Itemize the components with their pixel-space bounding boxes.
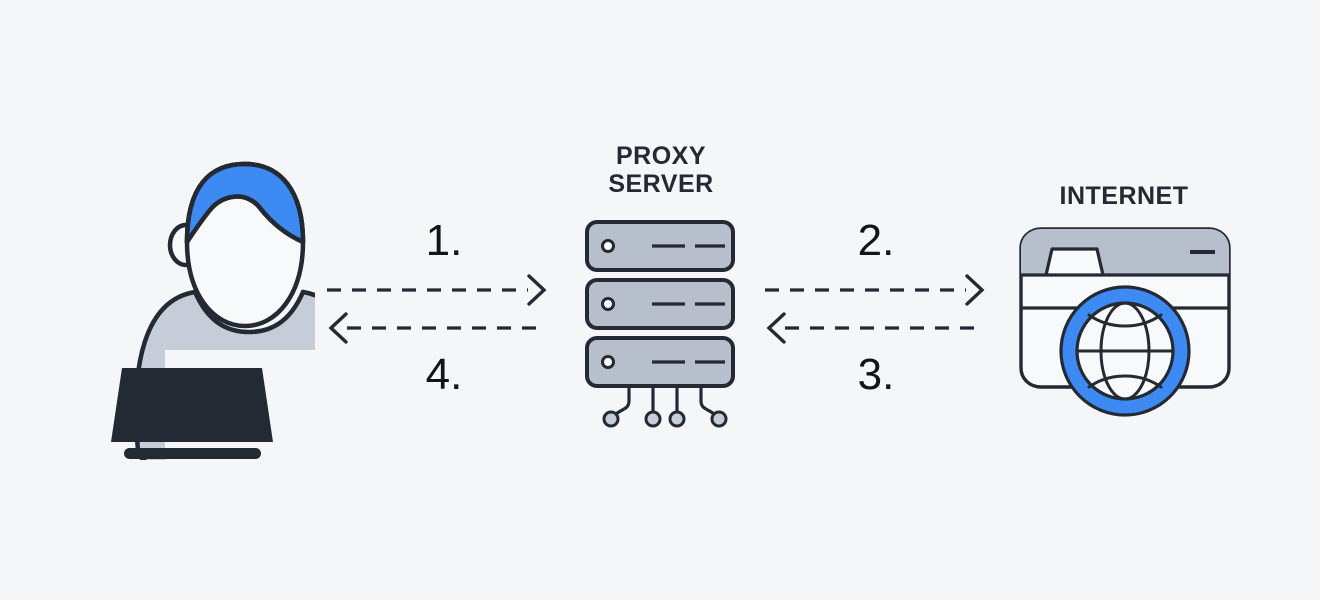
internet-label: INTERNET (1059, 182, 1189, 210)
node-user (75, 150, 365, 467)
browser-globe-icon (1019, 227, 1231, 417)
globe-graticule (1075, 301, 1175, 401)
node-internet (1010, 218, 1250, 418)
proxy-server-label: PROXY SERVER (608, 142, 714, 198)
node-proxy-server (580, 215, 740, 430)
laptop-base (124, 448, 261, 459)
arrow-pair-proxy-internet (763, 265, 988, 350)
server-unit-2 (585, 278, 735, 330)
status-led-icon (601, 355, 615, 369)
server-cables (614, 387, 716, 416)
laptop-screen (111, 368, 273, 442)
globe-outer-outline (1059, 285, 1191, 417)
arrow-step-1 (327, 274, 547, 306)
server-rack-icon (585, 220, 735, 428)
browser-tab-outline (1044, 247, 1105, 276)
arrow-step-3 (766, 312, 985, 344)
person-with-laptop-icon (111, 161, 365, 467)
globe-ring (1060, 286, 1190, 416)
arrow-step-4 (328, 312, 547, 344)
step-number-3: 3. (857, 350, 895, 399)
browser-tab (1046, 249, 1103, 275)
server-unit-3 (585, 336, 735, 388)
step-number-4: 4. (425, 350, 463, 399)
server-cable-ends (602, 410, 728, 428)
status-led-icon (601, 239, 615, 253)
step-number-2: 2. (857, 216, 895, 265)
arrow-step-2 (765, 274, 985, 306)
server-unit-1 (585, 220, 735, 272)
status-led-icon (601, 297, 615, 311)
arrow-pair-user-proxy (325, 265, 550, 350)
step-number-1: 1. (425, 216, 463, 265)
